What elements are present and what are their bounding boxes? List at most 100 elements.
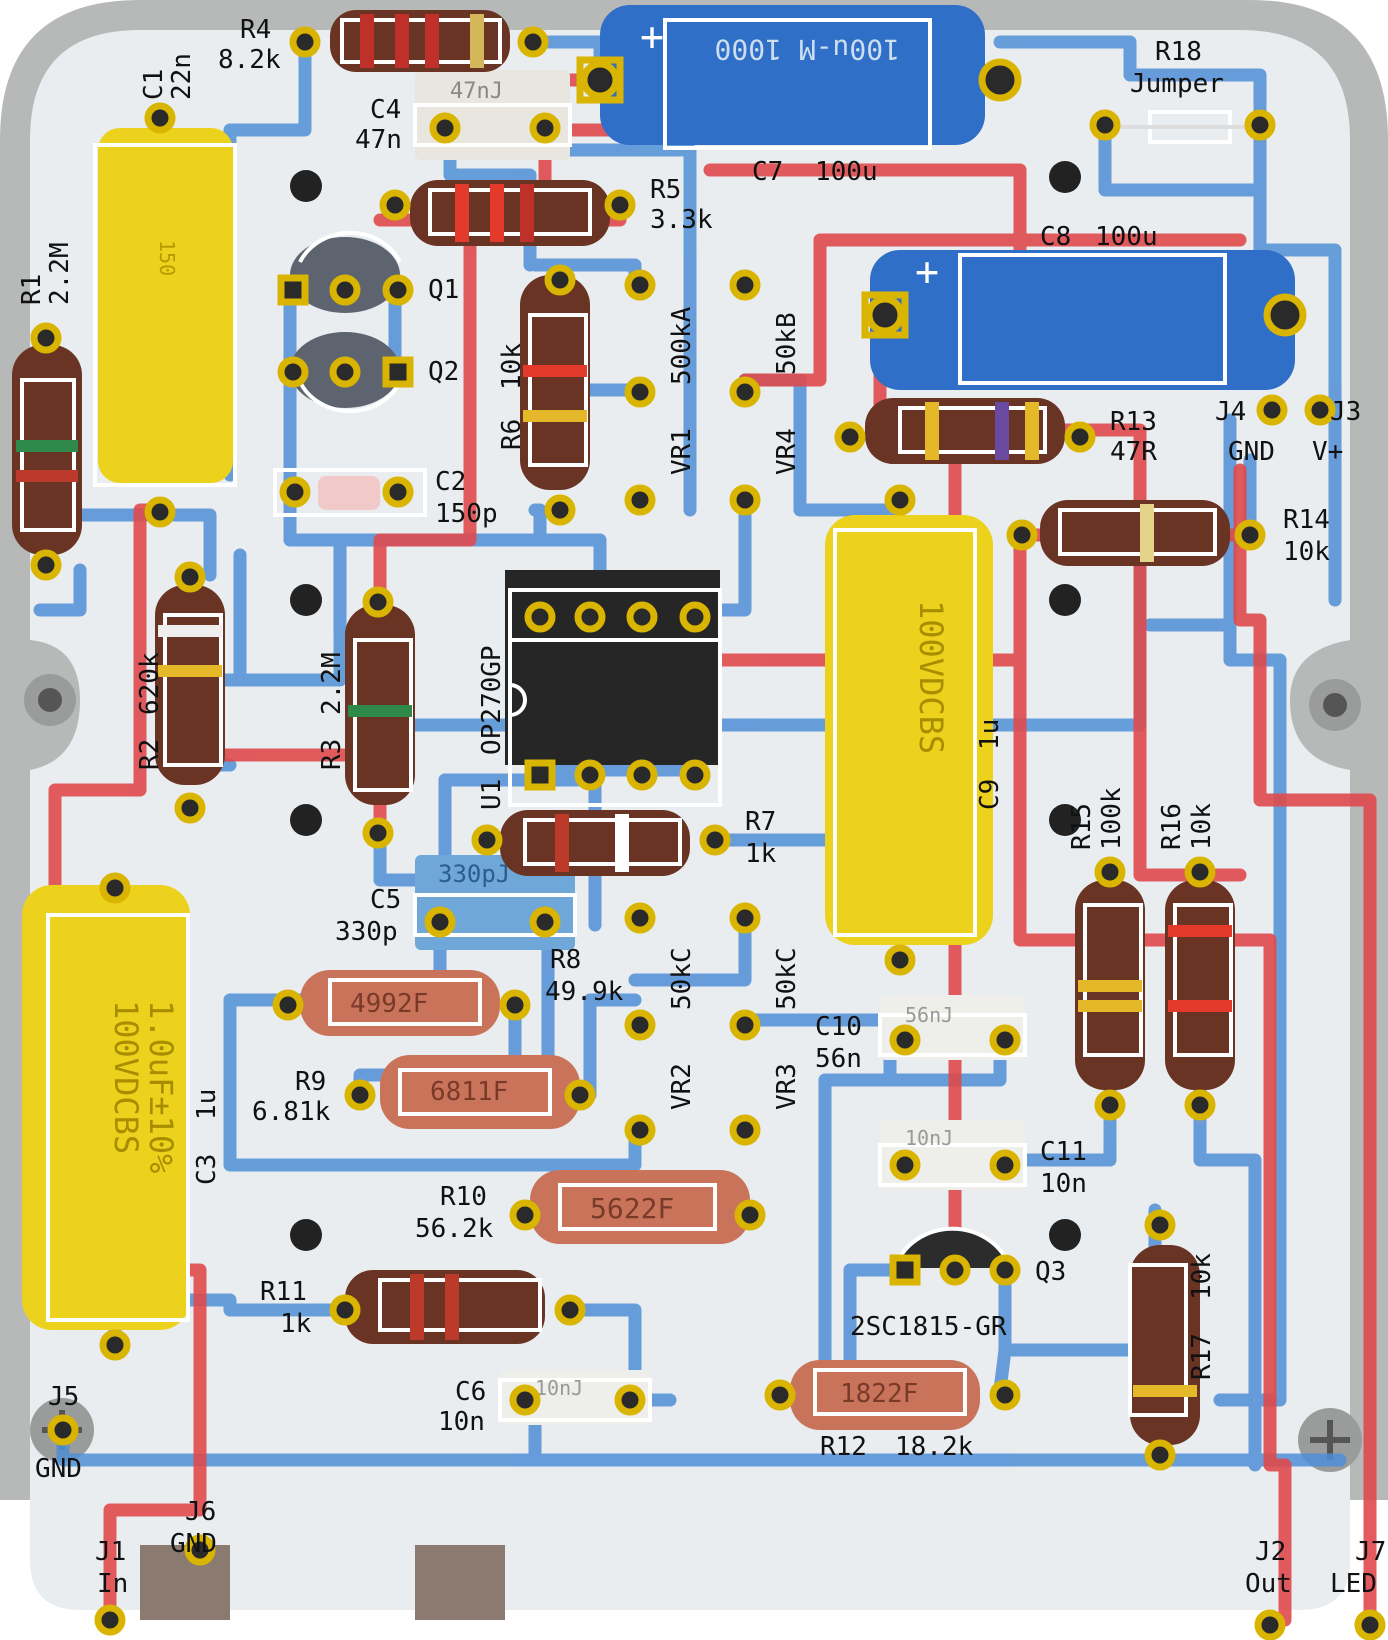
- q3-value: 2SC1815-GR: [850, 1312, 1007, 1342]
- r1-ref: R1: [17, 274, 47, 305]
- j4-ref: J4: [1215, 397, 1246, 427]
- j7-label: LED: [1330, 1569, 1377, 1599]
- c8-ref: C8: [1040, 222, 1071, 252]
- vr2-value: 50kC: [667, 947, 697, 1010]
- c8-value: 100u: [1095, 222, 1158, 252]
- jack-in-slot: [140, 1545, 230, 1620]
- vr1-value: 500kA: [667, 306, 697, 385]
- r17-ref: R17: [1187, 1333, 1217, 1380]
- svg-text:10nJ: 10nJ: [905, 1126, 953, 1150]
- r6-ref: R6: [497, 419, 527, 450]
- j2-label: Out: [1245, 1569, 1292, 1599]
- r7-body: [500, 810, 690, 876]
- r5-value: 3.3k: [650, 205, 713, 235]
- labels: R4 8.2k C1 22n C4 47n R18 Jumper C7 100u…: [17, 15, 1386, 1599]
- svg-text:+: +: [915, 249, 939, 295]
- r8-ref: R8: [550, 945, 581, 975]
- r11-ref: R11: [260, 1277, 307, 1307]
- c11-value: 10n: [1040, 1169, 1087, 1199]
- c4-ref: C4: [370, 95, 401, 125]
- svg-text:47nJ: 47nJ: [450, 79, 503, 104]
- svg-text:10nJ: 10nJ: [535, 1376, 583, 1400]
- r7-value: 1k: [745, 839, 777, 869]
- j6-ref: J6: [185, 1497, 216, 1527]
- r3-value: 2.2M: [317, 652, 347, 715]
- c6-value: 10n: [438, 1407, 485, 1437]
- c7-ref: C7: [752, 157, 783, 187]
- j7-ref: J7: [1355, 1537, 1386, 1567]
- r16-value: 10k: [1187, 803, 1217, 850]
- j3-label: V+: [1312, 437, 1343, 467]
- r1-value: 2.2M: [45, 242, 75, 305]
- c7-value: 100u: [815, 157, 878, 187]
- r11-value: 1k: [280, 1309, 312, 1339]
- r7-ref: R7: [745, 807, 776, 837]
- r13-body: [865, 398, 1065, 464]
- c1-print: 150: [155, 240, 179, 276]
- vr3-ref: VR3: [772, 1063, 802, 1110]
- r13-ref: R13: [1110, 407, 1157, 437]
- c11-ref: C11: [1040, 1137, 1087, 1167]
- vr2-ref: VR2: [667, 1063, 697, 1110]
- r6-value: 10k: [497, 343, 527, 390]
- c10-ref: C10: [815, 1012, 862, 1042]
- svg-text:+: +: [640, 14, 664, 60]
- c9-print: 100VDCBS: [912, 600, 950, 754]
- r9-value: 6.81k: [252, 1097, 331, 1127]
- q2-ref: Q2: [428, 357, 459, 387]
- r15-value: 100k: [1097, 787, 1127, 850]
- r15-ref: R15: [1067, 803, 1097, 850]
- r1-body: [12, 345, 82, 555]
- j6-label: GND: [170, 1529, 217, 1559]
- r9-body: 6811F: [380, 1055, 580, 1129]
- r17-body: [1128, 1245, 1200, 1445]
- r10-ref: R10: [440, 1182, 487, 1212]
- u1-ic: [505, 570, 722, 807]
- j1-ref: J1: [95, 1537, 126, 1567]
- jack-out-slot: [415, 1545, 505, 1620]
- svg-text:6811F: 6811F: [430, 1077, 508, 1107]
- r4-value: 8.2k: [218, 45, 281, 75]
- q1-ref: Q1: [428, 275, 459, 305]
- r12-ref: R12: [820, 1432, 867, 1462]
- c3-print-2: 100VDCBS: [107, 1000, 145, 1154]
- r11-body: [345, 1270, 545, 1344]
- r5-ref: R5: [650, 175, 681, 205]
- r18-ref: R18: [1155, 37, 1202, 67]
- c10-value: 56n: [815, 1044, 862, 1074]
- c8-electrolytic: +: [861, 249, 1307, 390]
- r2-value: 620k: [135, 652, 165, 715]
- c1-film-cap: 150: [93, 128, 237, 487]
- r9-ref: R9: [295, 1067, 326, 1097]
- j4-label: GND: [1228, 437, 1275, 467]
- r3-ref: R3: [317, 739, 347, 770]
- r8-value: 49.9k: [545, 977, 624, 1007]
- c9-ref: C9: [975, 779, 1005, 810]
- c6-ref: C6: [455, 1377, 486, 1407]
- j2-ref: J2: [1255, 1537, 1286, 1567]
- r18-jumper: [1105, 110, 1260, 144]
- svg-text:56nJ: 56nJ: [905, 1003, 953, 1027]
- svg-text:4992F: 4992F: [350, 989, 428, 1019]
- r8-body: 4992F: [300, 970, 500, 1036]
- r3-body: [345, 605, 415, 805]
- mounting-holes: [290, 161, 1081, 1251]
- j1-label: In: [97, 1569, 128, 1599]
- r10-value: 56.2k: [415, 1214, 494, 1244]
- resistors: 4992F 6811F 5622F 1822F: [12, 10, 1260, 1445]
- r14-ref: R14: [1283, 505, 1330, 535]
- vr4-value: 50kB: [772, 312, 802, 375]
- c6-box-cap: 10nJ: [498, 1370, 652, 1425]
- vr4-ref: VR4: [772, 428, 802, 475]
- r15-body: [1075, 880, 1145, 1090]
- vr3-value: 50kC: [772, 947, 802, 1010]
- r4-body: [330, 10, 510, 72]
- c5-value: 330p: [335, 917, 398, 947]
- q3-ref: Q3: [1035, 1257, 1066, 1287]
- c2-glass-cap: [273, 468, 427, 517]
- r10-body: 5622F: [530, 1170, 750, 1244]
- svg-text:330pJ: 330pJ: [438, 860, 510, 888]
- c9-film-cap: 100VDCBS: [825, 515, 993, 945]
- r14-value: 10k: [1283, 537, 1330, 567]
